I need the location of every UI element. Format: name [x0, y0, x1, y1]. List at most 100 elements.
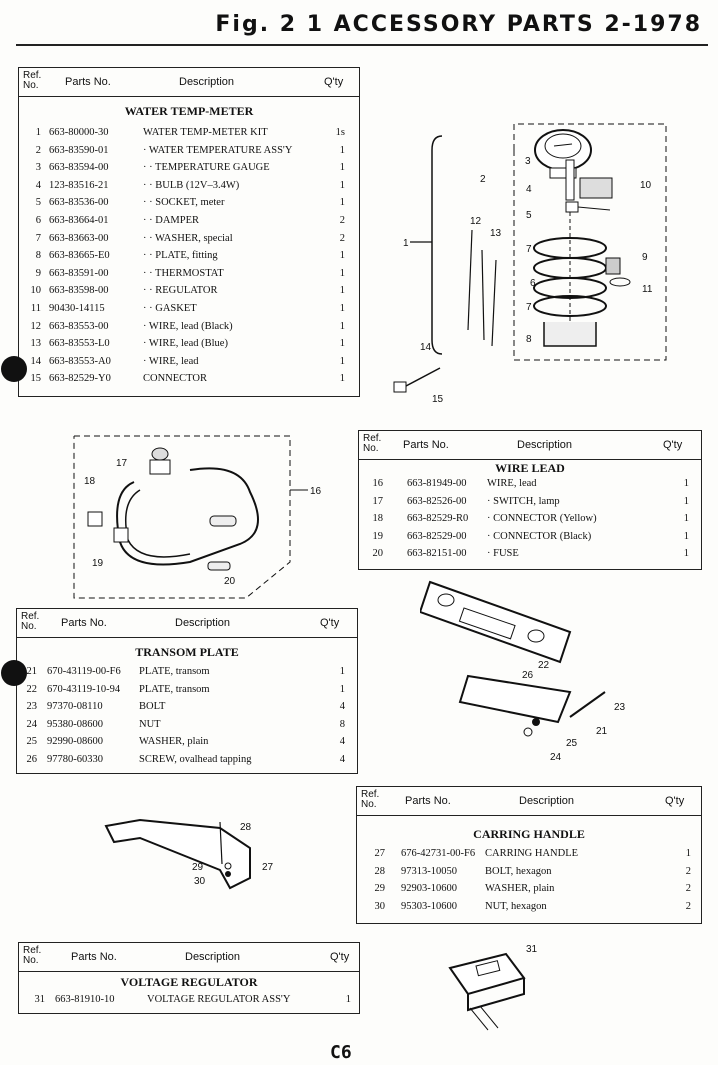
- svg-text:2: 2: [480, 174, 486, 185]
- cell-qty: 4: [339, 701, 345, 713]
- svg-text:8: 8: [526, 334, 532, 345]
- cell-desc: NUT, hexagon: [485, 900, 547, 912]
- svg-text:7: 7: [526, 302, 532, 313]
- cell-part: 90430-14115: [49, 303, 105, 314]
- section-title: WIRE LEAD: [495, 461, 565, 475]
- cell-no: 18: [372, 513, 384, 524]
- cell-desc: SCREW, ovalhead tapping: [139, 754, 252, 765]
- ref-no-header: Ref.No.: [361, 789, 380, 810]
- cell-part: 663-83553-A0: [49, 355, 111, 367]
- cell-no: 15: [30, 373, 42, 385]
- cell-part: 663-83594-00: [49, 162, 109, 174]
- svg-text:26: 26: [522, 670, 534, 681]
- ref-no-header: Ref.No.: [23, 70, 42, 91]
- cell-part: 97780-60330: [47, 754, 103, 765]
- cell-part: 663-83663-00: [49, 232, 109, 244]
- transom-plate-diagram: 21 22 23 24 25 26: [420, 572, 700, 772]
- cell-part: 663-82526-00: [407, 495, 467, 507]
- svg-text:30: 30: [194, 876, 206, 887]
- svg-text:22: 22: [538, 660, 550, 671]
- water-temp-table: Ref.No. Parts No. Description Q'ty WATER…: [18, 67, 360, 397]
- svg-text:29: 29: [192, 862, 204, 873]
- cell-part: 663-82151-00: [407, 548, 467, 559]
- svg-text:19: 19: [92, 558, 104, 569]
- carring-handle-table: Ref.No. Parts No. Description Q'ty CARRI…: [356, 786, 702, 924]
- cell-part: 663-83598-00: [49, 285, 109, 297]
- svg-text:7: 7: [526, 244, 532, 255]
- cell-part: 663-82529-R0: [407, 513, 469, 524]
- svg-text:20: 20: [224, 576, 236, 587]
- bullet-marker: [1, 660, 27, 686]
- cell-part: 663-83591-00: [49, 267, 109, 279]
- callout-labels: 31: [526, 944, 538, 955]
- section-title: WATER TEMP-METER: [124, 104, 254, 118]
- cell-part: 670-43119-10-94: [47, 683, 121, 695]
- cell-qty: 4: [339, 736, 345, 748]
- svg-text:9: 9: [642, 252, 648, 263]
- cell-no: 29: [374, 883, 386, 894]
- cell-desc: · WIRE, lead (Blue): [143, 338, 228, 350]
- qty-header: Q'ty: [320, 617, 340, 629]
- cell-no: 23: [26, 701, 38, 713]
- callout-labels: 21 22 23 24 25 26: [522, 660, 626, 763]
- qty-header: Q'ty: [324, 76, 344, 88]
- ref-no-header: Ref.No.: [23, 945, 42, 966]
- cell-qty: 1: [339, 144, 345, 156]
- water-temp-meter-diagram: 1 2 3 4 5 6 7 7 8 9 10 11 12 13 14 15: [380, 110, 690, 410]
- cell-part: 663-83665-E0: [49, 250, 110, 262]
- cell-desc: · WATER TEMPERATURE ASS'Y: [143, 144, 293, 156]
- cell-desc: PLATE, transom: [139, 683, 210, 695]
- cell-no: 26: [26, 754, 38, 765]
- cell-qty: 1: [339, 197, 345, 209]
- cell-part: 123-83516-21: [49, 179, 109, 191]
- cell-qty: 2: [685, 900, 691, 912]
- cell-no: 16: [372, 478, 384, 489]
- cell-no: 8: [35, 250, 41, 262]
- cell-qty: 1: [339, 285, 345, 297]
- qty-header: Q'ty: [330, 951, 350, 963]
- cell-desc: PLATE, transom: [139, 666, 210, 677]
- section-title: VOLTAGE REGULATOR: [120, 975, 258, 989]
- cell-part: 95303-10600: [401, 900, 457, 912]
- svg-text:17: 17: [116, 458, 128, 469]
- svg-text:6: 6: [530, 278, 536, 289]
- cell-part: 663-83664-01: [49, 215, 109, 226]
- cell-no: 6: [35, 215, 41, 226]
- svg-text:5: 5: [526, 210, 532, 221]
- cell-qty: 1: [339, 355, 345, 367]
- cell-qty: 1: [339, 320, 345, 332]
- cell-qty: 1: [339, 250, 345, 262]
- cell-desc: BOLT, hexagon: [485, 865, 552, 877]
- svg-text:10: 10: [640, 180, 652, 191]
- cell-no: 24: [26, 718, 38, 730]
- cell-part: 92990-08600: [47, 736, 103, 748]
- cell-no: 25: [26, 736, 38, 748]
- cell-no: 10: [30, 285, 42, 297]
- cell-desc: · · BULB (12V–3.4W): [143, 179, 240, 191]
- svg-text:24: 24: [550, 752, 562, 763]
- table-header: Ref.No. Parts No. Description Q'ty: [17, 609, 357, 638]
- cell-no: 4: [35, 179, 41, 191]
- cell-part: 663-80000-30: [49, 127, 109, 138]
- cell-part: 663-81949-00: [407, 478, 467, 489]
- callout-labels: 1 2 3 4 5 6 7 7 8 9 10 11 12 13 14 15: [403, 156, 653, 405]
- qty-header: Q'ty: [663, 439, 683, 451]
- cell-part: 663-83536-00: [49, 197, 109, 209]
- cell-part: 663-82529-Y0: [49, 373, 111, 385]
- cell-part: 663-83553-L0: [49, 338, 110, 350]
- cell-qty: 1: [339, 373, 345, 385]
